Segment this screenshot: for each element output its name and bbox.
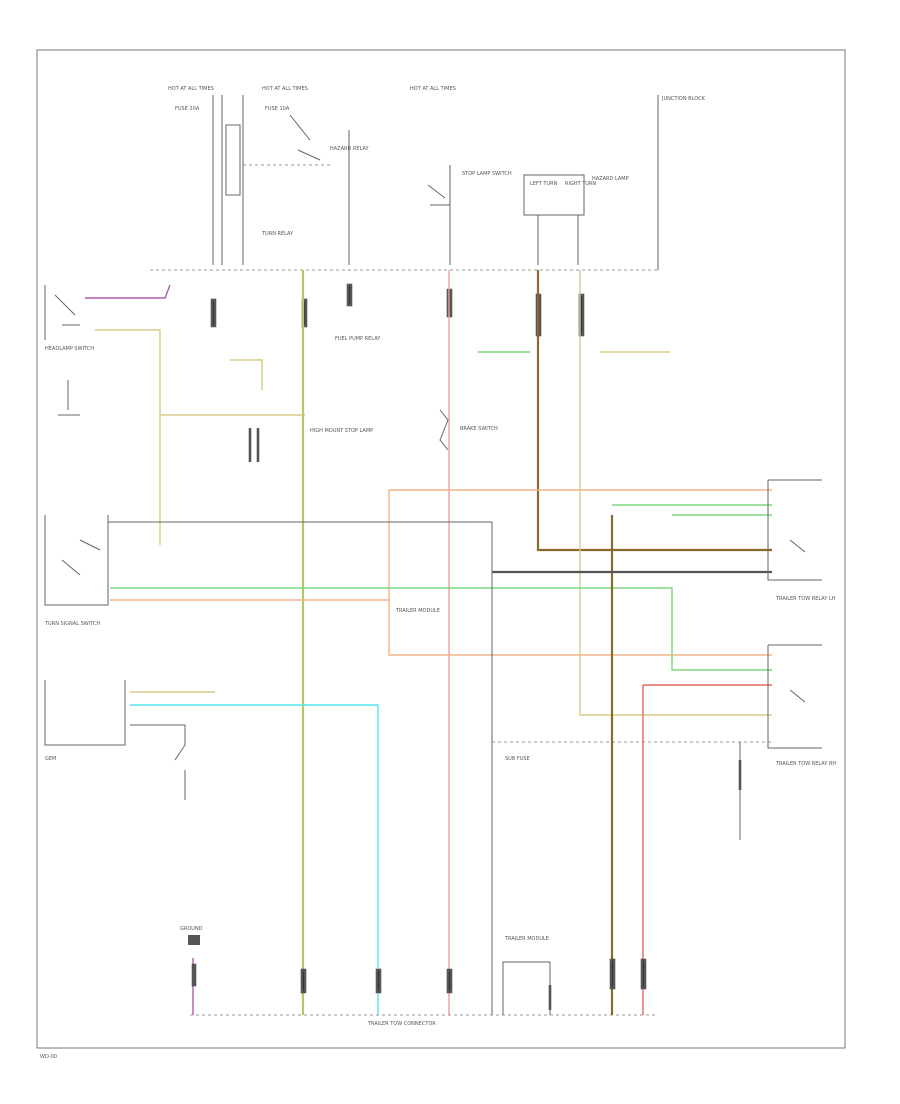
gem-label: GEM (45, 756, 56, 762)
connector-mark (446, 968, 453, 994)
left-ground-symbol (58, 380, 80, 416)
sub-fuse-label: SUB FUSE (505, 756, 530, 762)
ground-symbol (188, 935, 200, 945)
brown-wire (536, 270, 772, 552)
hot-label-3: HOT AT ALL TIMES (410, 86, 456, 92)
turn-signal-switch-label: TURN SIGNAL SWITCH (44, 621, 100, 627)
right-turn-label: RIGHT TURN (565, 181, 596, 187)
page-id-label: WD-00 (40, 1054, 57, 1060)
cyan-wire (130, 704, 379, 1015)
turn-relay-label: TURN RELAY (261, 231, 294, 237)
trailer-module-box (502, 961, 551, 1015)
connector-mark (609, 958, 616, 990)
hazard-switch (289, 114, 350, 265)
black-ground-wire (108, 521, 493, 1015)
trailer-module-bottom-label: TRAILER MODULE (504, 936, 549, 942)
trailer-relay-lh-label: TRAILER TOW RELAY LH (775, 596, 836, 602)
green-main-wire (110, 587, 772, 671)
stop-switch (427, 165, 451, 265)
double-connector (248, 428, 260, 462)
trailer-relay-rh-box (767, 644, 822, 749)
yellow-short-wire (230, 359, 263, 390)
purple-wire (85, 284, 171, 299)
fuse-10a-label: FUSE 10A (265, 106, 290, 112)
bus-connectors (210, 283, 585, 337)
trailer-relay-lh-box (767, 479, 822, 581)
trailer-connector-label: TRAILER TOW CONNECTOR (367, 1021, 436, 1027)
high-mount-label: HIGH MOUNT STOP LAMP (310, 428, 373, 434)
headlamp-switch-label: HEADLAMP SWITCH (45, 346, 94, 352)
red-wire (642, 684, 772, 1015)
headlamp-switch-box (44, 680, 126, 746)
turn-relay-box (225, 124, 241, 196)
brake-switch-label: BRAKE SWITCH (460, 426, 498, 432)
yellow-wire-left (95, 329, 161, 545)
connector-mark (300, 968, 307, 994)
connector-mark (191, 963, 197, 987)
orange-loop-wire (388, 490, 772, 656)
fuse-20a-label: FUSE 20A (175, 106, 200, 112)
stop-lamp-symbol (439, 409, 449, 451)
connector-mark (346, 283, 353, 307)
gem-lead (130, 724, 186, 800)
connector-mark (375, 968, 382, 994)
ground-label: GROUND (180, 926, 203, 932)
turn-signal-switch-box (44, 515, 109, 606)
headlamp-switch-symbol (44, 285, 80, 340)
stop-lamp-switch-label: STOP LAMP SWITCH (462, 171, 512, 177)
left-turn-label: LEFT TURN (530, 181, 558, 187)
hot-label-1: HOT AT ALL TIMES (168, 86, 214, 92)
trailer-relay-rh-label: TRAILER TOW RELAY RH (775, 761, 836, 767)
connector-mark (210, 298, 217, 328)
diagram-frame (36, 49, 846, 1049)
fuel-pump-relay-label: FUEL PUMP RELAY (335, 336, 381, 342)
turn-signal-contacts (61, 539, 101, 576)
trailer-relay-lh-contact (789, 539, 806, 553)
yellow-right-wire (579, 270, 772, 716)
connector-mark (640, 958, 647, 990)
junction-block-label: JUNCTION BLOCK (661, 96, 706, 102)
fuse-block-lines (212, 95, 244, 265)
hot-label-2: HOT AT ALL TIMES (262, 86, 308, 92)
turn-relays-box (523, 174, 585, 216)
trailer-module-label: TRAILER MODULE (395, 608, 440, 614)
turn-relay-legs (537, 215, 579, 265)
bottom-connectors (191, 958, 647, 994)
hazard-relay-label: HAZARD RELAY (330, 146, 370, 152)
hazard-lamp-label: HAZARD LAMP (592, 176, 629, 182)
trailer-relay-rh-contact (789, 689, 806, 703)
